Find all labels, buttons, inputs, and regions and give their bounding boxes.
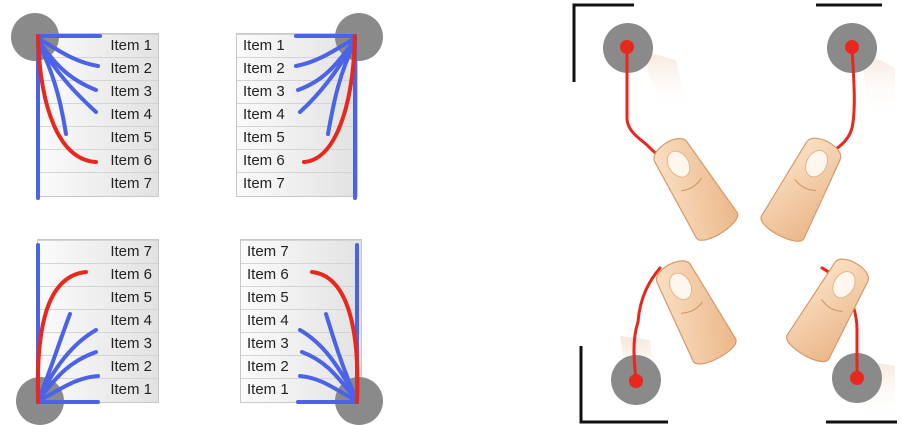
menu-item: Item 5 xyxy=(38,126,158,148)
branch-paths-bottom-right xyxy=(296,243,359,404)
menu-item: Item 6 xyxy=(237,149,357,171)
menu-item: Item 5 xyxy=(237,126,357,148)
gesture-path xyxy=(632,266,662,382)
menu-item: Item 7 xyxy=(38,240,158,262)
menu-item: Item 3 xyxy=(237,80,357,102)
finger-icon xyxy=(653,137,739,241)
gesture-path-bottom-right xyxy=(310,270,360,404)
branch-paths-top-left xyxy=(36,34,102,200)
menu-item: Item 2 xyxy=(38,57,158,79)
menu-item: Item 4 xyxy=(241,309,361,331)
menu-item: Item 4 xyxy=(38,103,158,125)
menu-top-left: Item 1 Item 2 Item 3 Item 4 Item 5 Item … xyxy=(37,33,159,197)
menu-item: Item 7 xyxy=(241,240,361,262)
menu-item: Item 3 xyxy=(38,332,158,354)
touch-dot xyxy=(845,40,859,54)
menu-item: Item 4 xyxy=(38,309,158,331)
menu-item: Item 6 xyxy=(241,263,361,285)
menu-item: Item 7 xyxy=(38,172,158,194)
finger-icon xyxy=(786,258,869,362)
branch-paths-bottom-left xyxy=(36,243,100,404)
menu-item: Item 6 xyxy=(38,149,158,171)
motion-trail xyxy=(860,50,895,118)
menu-item: Item 2 xyxy=(237,57,357,79)
branch-paths-top-right xyxy=(294,34,357,200)
gesture-path-top-right xyxy=(302,34,357,164)
finger-icon xyxy=(655,260,737,365)
corner-bracket-icon xyxy=(572,3,634,82)
menu-item: Item 1 xyxy=(38,378,158,400)
menu-item: Item 5 xyxy=(38,286,158,308)
finger-icon xyxy=(760,137,842,242)
menu-item: Item 5 xyxy=(241,286,361,308)
gesture-path-top-left xyxy=(36,34,98,164)
gesture-path-bottom-left xyxy=(35,270,88,404)
motion-trail xyxy=(640,50,688,112)
menu-item: Item 3 xyxy=(38,80,158,102)
corner-bracket-icon xyxy=(579,346,668,424)
menu-item: Item 1 xyxy=(241,378,361,400)
menu-item: Item 6 xyxy=(38,263,158,285)
touch-dot xyxy=(620,40,634,54)
menu-item: Item 2 xyxy=(241,355,361,377)
menu-item: Item 7 xyxy=(237,172,357,194)
touch-dot xyxy=(629,374,643,388)
menu-item: Item 2 xyxy=(38,355,158,377)
menu-item: Item 4 xyxy=(237,103,357,125)
touch-dot xyxy=(850,371,864,385)
